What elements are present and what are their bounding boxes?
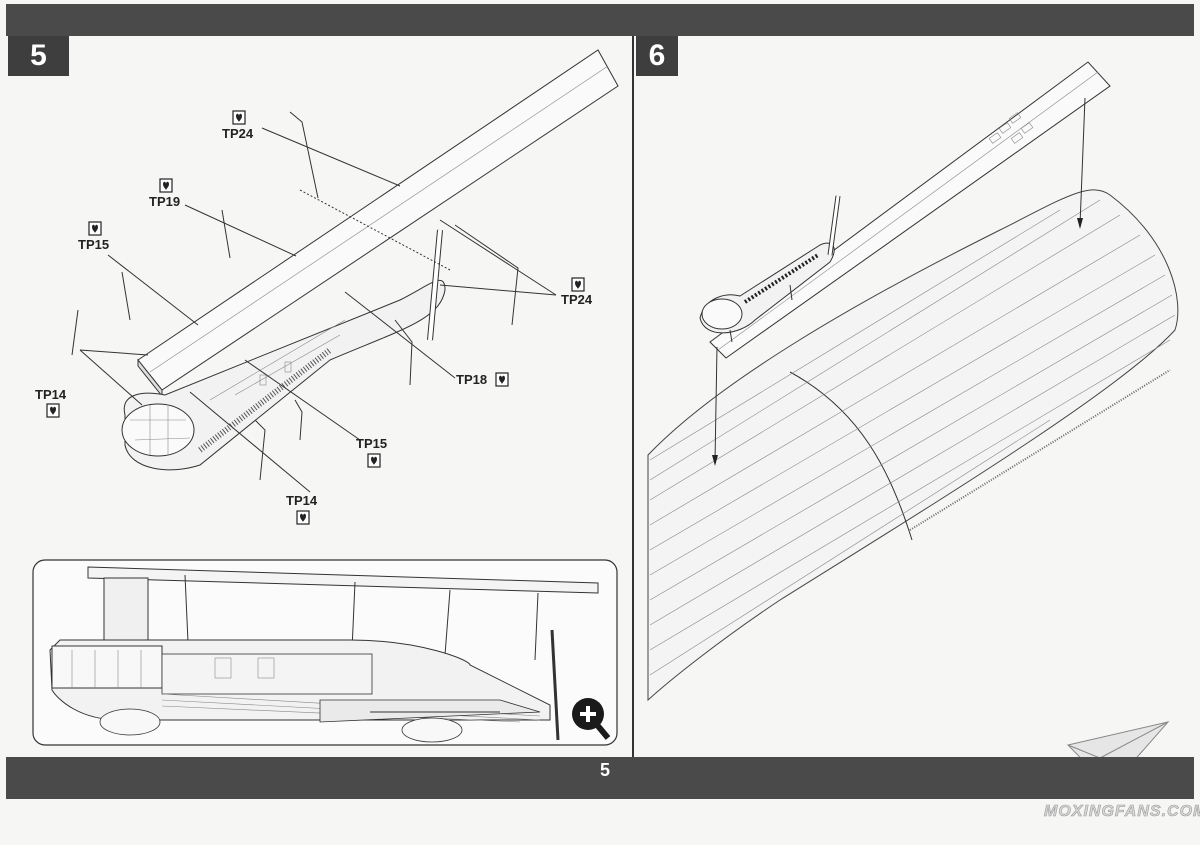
step-6-label: 6	[636, 36, 678, 76]
svg-text:TP14: TP14	[35, 387, 67, 402]
side-view-inset	[32, 559, 618, 746]
step6-wing	[709, 61, 1111, 359]
step6-gondola	[699, 195, 841, 343]
svg-text:TP15: TP15	[78, 237, 109, 252]
step-5-label: 5	[8, 36, 69, 76]
step5-fuselage	[121, 279, 446, 471]
svg-text:TP24: TP24	[561, 292, 593, 307]
part-tp24-top: TP24	[222, 110, 254, 141]
step5-propeller	[427, 229, 443, 341]
header-band	[6, 4, 1194, 36]
part-tp15-bottom: TP15	[356, 436, 387, 468]
svg-text:TP19: TP19	[149, 194, 180, 209]
step6-hull	[647, 189, 1179, 702]
footer-band	[6, 757, 1194, 799]
svg-text:TP24: TP24	[222, 126, 254, 141]
zoom-plus-icon[interactable]	[572, 698, 611, 740]
part-tp19: TP19	[149, 178, 180, 209]
part-tp15-left: TP15	[78, 221, 109, 252]
step5-struts	[71, 111, 519, 481]
svg-text:TP14: TP14	[286, 493, 318, 508]
page-number: 5	[599, 760, 610, 780]
part-tp18: TP18	[456, 372, 509, 387]
svg-text:TP15: TP15	[356, 436, 387, 451]
step5-wing	[137, 49, 619, 398]
part-tp14-left: TP14	[35, 387, 67, 418]
part-tp24-right: TP24	[561, 277, 593, 307]
step5-leader-lines	[79, 127, 557, 493]
step6-arrows	[712, 97, 1086, 466]
panel-divider	[632, 36, 634, 757]
watermark-text: MOXINGFANS.COM	[1044, 803, 1200, 820]
part-tp14-bottom: TP14	[286, 493, 318, 525]
svg-text:TP18: TP18	[456, 372, 487, 387]
